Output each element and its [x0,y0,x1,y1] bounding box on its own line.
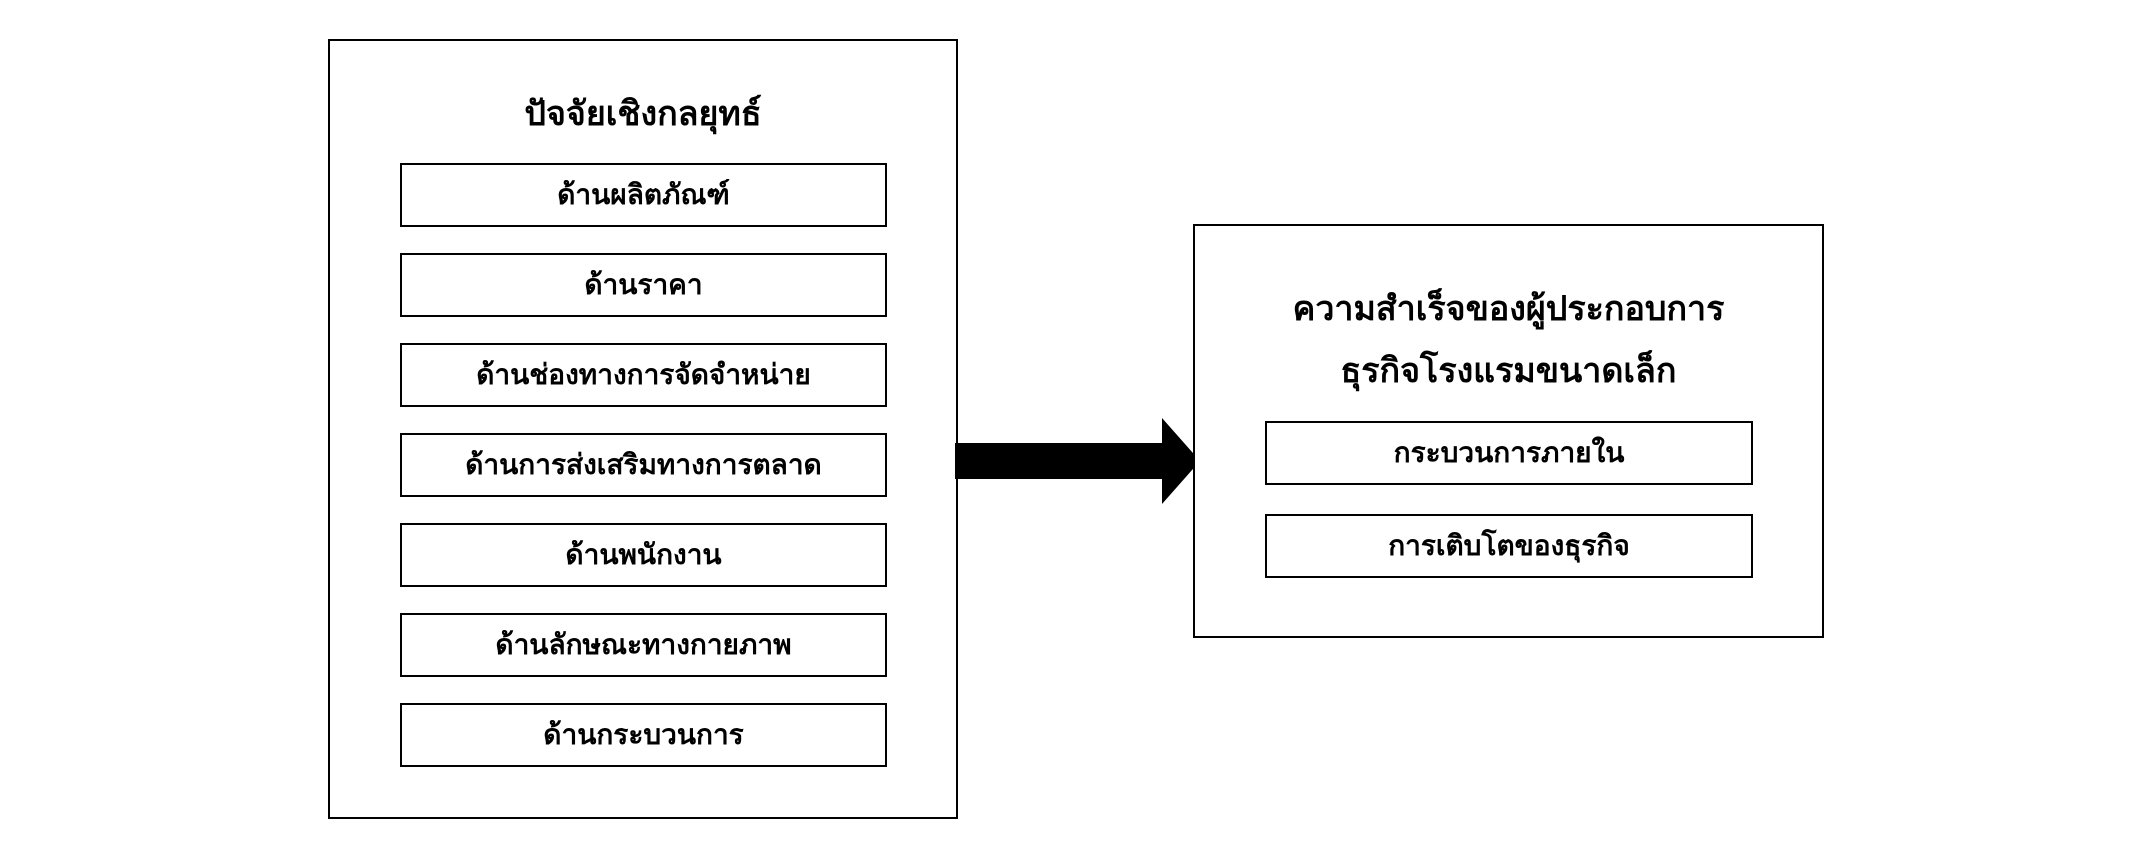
factor-box-product: ด้านผลิตภัณฑ์ [400,163,887,227]
business-success-panel: ความสำเร็จของผู้ประกอบการ ธุรกิจโรงแรมขน… [1193,224,1824,638]
strategic-factors-title: ปัจจัยเชิงกลยุทธ์ [524,94,762,134]
factor-box-distribution: ด้านช่องทางการจัดจำหน่าย [400,343,887,407]
factor-box-staff: ด้านพนักงาน [400,523,887,587]
outcome-box-business-growth: การเติบโตของธุรกิจ [1265,514,1753,578]
business-success-title-line2: ธุรกิจโรงแรมขนาดเล็ก [1340,351,1677,391]
business-success-title: ความสำเร็จของผู้ประกอบการ ธุรกิจโรงแรมขน… [1195,278,1822,402]
factor-box-physical: ด้านลักษณะทางกายภาพ [400,613,887,677]
flow-arrow [955,418,1200,504]
factor-box-process: ด้านกระบวนการ [400,703,887,767]
factor-box-promotion: ด้านการส่งเสริมทางการตลาด [400,433,887,497]
business-success-title-line1: ความสำเร็จของผู้ประกอบการ [1292,289,1725,329]
strategic-factors-panel: ปัจจัยเชิงกลยุทธ์ ด้านผลิตภัณฑ์ ด้านราคา… [328,39,958,819]
factor-box-price: ด้านราคา [400,253,887,317]
flow-arrow-shape [955,418,1200,504]
outcome-box-internal-process: กระบวนการภายใน [1265,421,1753,485]
